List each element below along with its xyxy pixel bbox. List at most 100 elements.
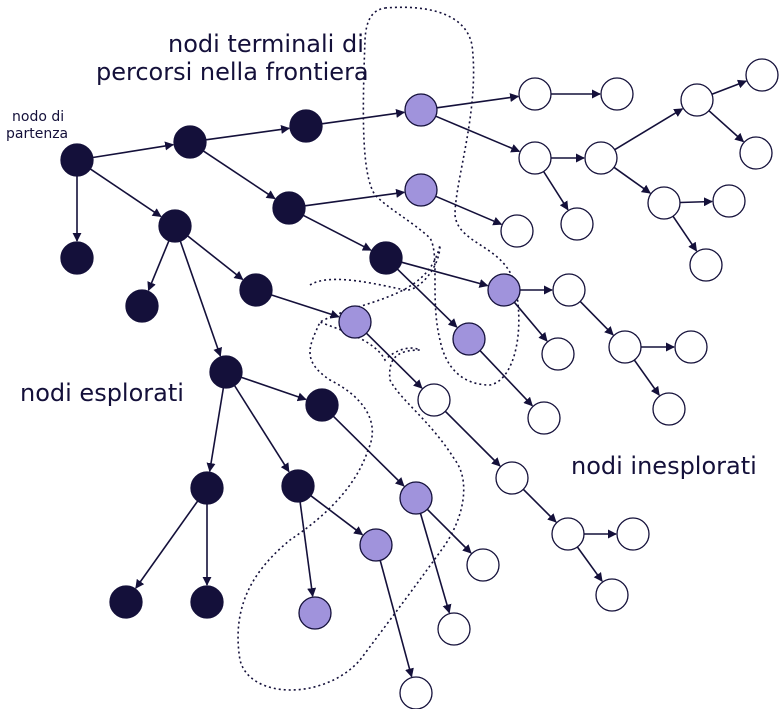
edge-u15-u17 <box>633 359 660 396</box>
explored-node-b <box>60 241 94 275</box>
explored-node-e <box>272 191 306 225</box>
unexplored-node-u7 <box>739 136 773 170</box>
unexplored-node-u24 <box>466 548 500 582</box>
edge-j-p6 <box>332 415 405 487</box>
edge-k-m <box>135 500 199 589</box>
frontier-title-line2: percorsi nella frontiera <box>96 58 369 86</box>
edge-p1-u3 <box>435 115 521 153</box>
frontier-node-p7 <box>359 528 393 562</box>
unexplored-node-u22 <box>616 517 650 551</box>
edge-i-k <box>206 387 225 473</box>
edge-d-p1 <box>321 108 406 125</box>
explored-node-c <box>158 209 192 243</box>
explored-node-j <box>305 388 339 422</box>
explored-node-m <box>109 585 143 619</box>
labels: nodi terminali di percorsi nella frontie… <box>6 30 757 480</box>
unexplored-node-u5 <box>680 83 714 117</box>
explored-node-k <box>190 471 224 505</box>
frontier-node-p5 <box>452 322 486 356</box>
unexplored-node-u16 <box>674 330 708 364</box>
explored-node-h <box>369 241 403 275</box>
unexplored-node-u19 <box>527 401 561 435</box>
frontier-boundary-top <box>362 6 520 386</box>
edge-p2-u12 <box>435 195 503 226</box>
unexplored-node-u20 <box>495 461 529 495</box>
start-node-label-line2: partenza <box>6 126 68 142</box>
explored-nodes-label: nodi esplorati <box>20 379 184 407</box>
frontier-node-p3 <box>487 273 521 307</box>
edge-g-p4 <box>270 294 340 319</box>
start-node-label-line1: nodo di <box>12 109 64 125</box>
edge-p6-u24 <box>426 508 472 554</box>
unexplored-node-u15 <box>608 330 642 364</box>
edge-c-f <box>147 240 170 292</box>
unexplored-node-u21 <box>551 517 585 551</box>
edge-s-c <box>89 168 162 218</box>
frontier-boundaries <box>237 6 520 691</box>
edge-h-p5 <box>396 268 458 328</box>
unexplored-node-u1 <box>518 77 552 111</box>
edge-u5-u7 <box>708 110 745 143</box>
edge-u9-u11 <box>672 215 698 252</box>
edge-e-h <box>302 214 372 251</box>
edge-i-l <box>233 385 290 473</box>
edge-l-p8 <box>299 501 317 598</box>
edge-c-g <box>187 235 244 281</box>
edge-u4-u5 <box>614 108 684 151</box>
explored-node-d <box>289 109 323 143</box>
edge-p5-u19 <box>479 350 533 407</box>
explored-node-a <box>173 125 207 159</box>
edge-p4-u18 <box>365 332 423 389</box>
edge-p6-u25 <box>419 513 452 614</box>
unexplored-node-u11 <box>689 248 723 282</box>
edge-c-i <box>179 240 222 357</box>
unexplored-node-u12 <box>500 214 534 248</box>
frontier-node-p4 <box>338 305 372 339</box>
frontier-title-line1: nodi terminali di <box>168 30 364 58</box>
explored-node-o <box>190 585 224 619</box>
unexplored-node-u6 <box>745 58 779 92</box>
unexplored-node-u9 <box>647 186 681 220</box>
edge-s-a <box>92 141 175 159</box>
edge-u9-u10 <box>679 197 713 207</box>
unexplored-node-u26 <box>399 676 433 709</box>
explored-node-g <box>239 273 273 307</box>
edge-u13-u15 <box>579 300 614 336</box>
unexplored-node-u3 <box>518 141 552 175</box>
edge-u21-u23 <box>576 546 603 582</box>
frontier-node-p6 <box>399 481 433 515</box>
unexplored-node-u14 <box>541 337 575 371</box>
edge-a-e <box>202 150 276 200</box>
edge-i-j <box>240 376 307 402</box>
unexplored-node-u2 <box>600 77 634 111</box>
edge-p1-u1 <box>436 93 520 109</box>
edge-h-p3 <box>401 261 489 288</box>
explored-node-l <box>281 469 315 503</box>
edge-u4-u9 <box>613 166 651 194</box>
edge-u3-u8 <box>542 171 569 211</box>
explored-node-f <box>125 289 159 323</box>
unexplored-node-u10 <box>712 184 746 218</box>
frontier-node-p1 <box>404 93 438 127</box>
edge-e-p2 <box>304 188 406 207</box>
frontier-node-p8 <box>298 596 332 630</box>
edge-p3-u14 <box>513 301 548 342</box>
edge-l-p7 <box>310 495 364 536</box>
edge-u18-u20 <box>444 410 501 467</box>
edge-u20-u21 <box>522 488 557 523</box>
frontier-node-p2 <box>404 173 438 207</box>
unexplored-node-u8 <box>560 207 594 241</box>
edges <box>72 79 747 678</box>
explored-node-i <box>209 355 243 389</box>
edge-u5-u6 <box>711 79 747 96</box>
unexplored-node-u18 <box>417 383 451 417</box>
unexplored-nodes-label: nodi inesplorati <box>571 452 757 480</box>
unexplored-node-u13 <box>552 273 586 307</box>
unexplored-node-u4 <box>584 141 618 175</box>
edge-a-d <box>205 124 291 141</box>
unexplored-node-u25 <box>437 612 471 646</box>
unexplored-node-u17 <box>652 392 686 426</box>
unexplored-node-u23 <box>595 578 629 612</box>
